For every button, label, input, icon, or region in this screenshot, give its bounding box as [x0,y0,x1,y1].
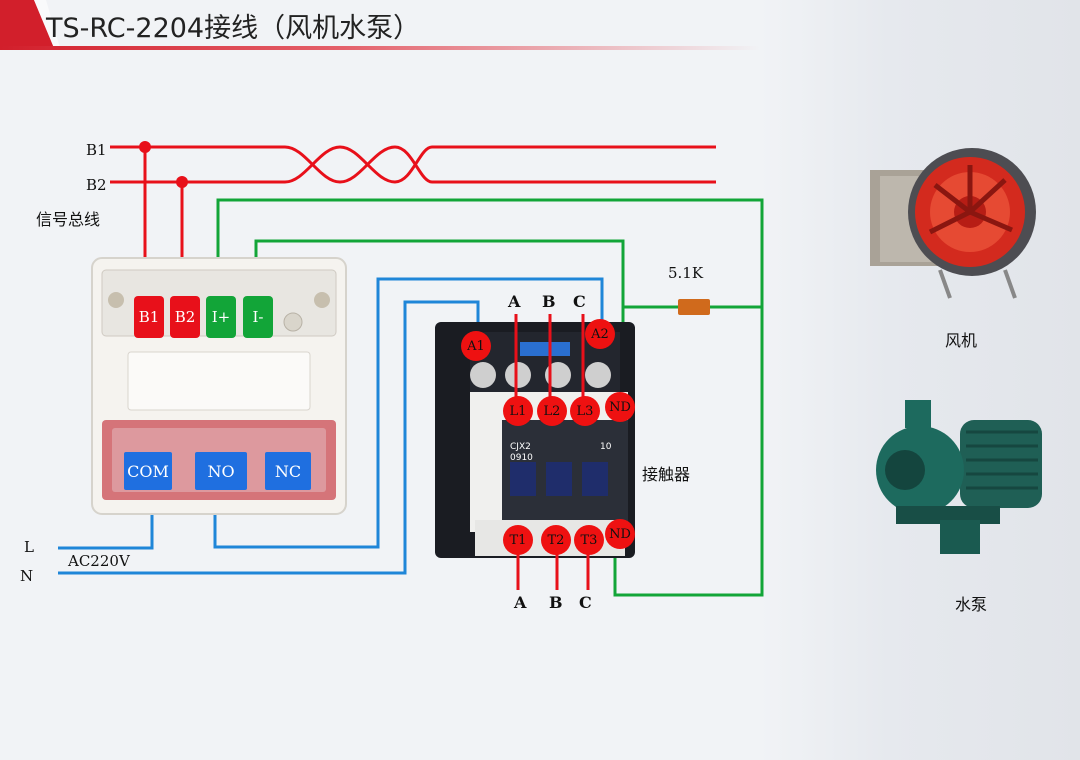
title-triangle [0,0,60,48]
terminal-i-plus: I+ [206,296,236,338]
line-n-label: N [20,567,34,585]
contactor-code: 0910 [510,453,533,463]
background-panel [760,0,1080,760]
contactor-caption: 接触器 [642,465,691,484]
terminal-i-minus: I- [243,296,273,338]
resistor-label: 5.1K [668,264,704,282]
terminal-no: NO [195,452,247,490]
phase-b-top: B [542,292,556,311]
voltage-label: AC220V [68,552,130,570]
terminal-t1: T1 [503,525,533,555]
phase-b-bottom: B [549,593,563,612]
input-signal-lines [216,198,764,597]
contactor-body [435,322,635,558]
terminal-nc: NC [265,452,311,490]
contactor-model: CJX2 [510,442,531,452]
terminal-nd-bottom: ND [605,519,635,549]
terminal-l3: L3 [570,396,600,426]
terminal-com: COM [124,452,172,490]
terminal-t3: T3 [574,525,604,555]
fan-image [870,148,1036,299]
signal-bus-lines [110,145,716,262]
resistor-body [678,299,710,315]
signal-bus-caption: 信号总线 [36,210,101,229]
terminal-a1: A1 [461,331,491,361]
terminal-nd-top: ND [605,392,635,422]
phase-a-top: A [508,292,521,311]
page-title: TS-RC-2204接线（风机水泵） [46,13,421,44]
phase-c-top: C [573,292,586,311]
pump-image [876,400,1042,554]
contactor-aux: 10 [600,442,612,452]
phase-wires [514,314,590,590]
bus-b1-label: B1 [86,141,107,159]
pump-caption: 水泵 [955,595,988,614]
terminal-b2: B2 [170,296,200,338]
terminal-a2: A2 [585,319,615,349]
fan-caption: 风机 [945,331,978,350]
line-l-label: L [24,538,34,556]
terminal-l1: L1 [503,396,533,426]
title-rule [0,46,760,50]
terminal-t2: T2 [541,525,571,555]
phase-c-bottom: C [579,593,592,612]
terminal-l2: L2 [537,396,567,426]
phase-a-bottom: A [514,593,527,612]
power-lines [58,277,604,575]
bus-b2-label: B2 [86,176,107,194]
terminal-b1: B1 [134,296,164,338]
